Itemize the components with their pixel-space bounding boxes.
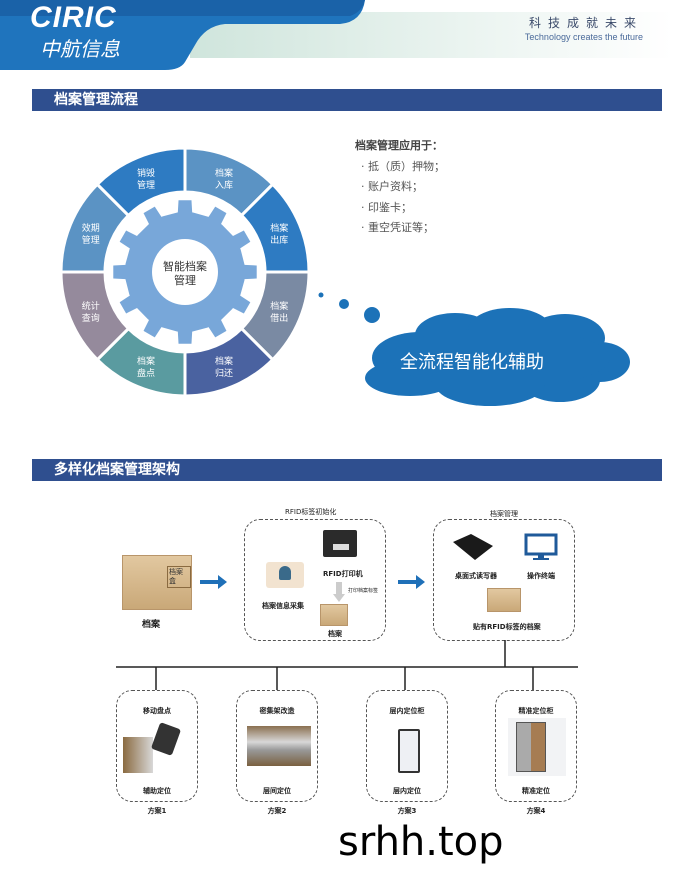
- slogan-en: Technology creates the future: [524, 32, 643, 42]
- scheme-top: 密集架改造: [259, 707, 295, 715]
- scheme-name: 方案2: [267, 807, 287, 815]
- section-title-process: 档案管理流程: [32, 89, 662, 111]
- segment-label: 查询: [82, 312, 100, 324]
- uses-list: 档案管理应用于： · 抵（质）押物； · 账户资料； · 印鉴卡； · 重空凭证…: [355, 136, 445, 239]
- connector-lines: [116, 640, 578, 690]
- center-label: 管理: [174, 273, 196, 287]
- archive-small-label: 档案: [328, 630, 342, 638]
- scheme-bottom: 辅助定位: [143, 787, 171, 795]
- desktop-reader-icon: [453, 534, 493, 560]
- segment-label: 借出: [270, 312, 288, 324]
- segment-label: 档案: [270, 222, 288, 234]
- use-item: · 重空凭证等；: [361, 221, 434, 234]
- rfid-printer-icon: [323, 530, 357, 557]
- segment-label: 归还: [215, 367, 233, 379]
- scheme-card: 精准定位柜 精准定位: [495, 690, 577, 802]
- scheme-bottom: 层间定位: [263, 787, 291, 795]
- terminal-label: 操作终端: [527, 572, 555, 580]
- segment-label: 管理: [82, 234, 100, 246]
- mgmt-title: 档案管理: [490, 510, 518, 518]
- logo-en: CIRIC: [30, 1, 117, 34]
- tagged-archive-image: [487, 588, 521, 612]
- scheme-card: 密集架改造 层间定位: [236, 690, 318, 802]
- shelf-photo: [123, 737, 153, 773]
- thought-cloud: [318, 292, 630, 406]
- collect-label: 档案信息采集: [262, 602, 304, 610]
- compact-shelf-photo: [247, 726, 311, 766]
- archive-box-image: 档案盒: [122, 555, 192, 610]
- scheme-top: 精准定位柜: [518, 707, 554, 715]
- reader-label: 桌面式读写器: [455, 572, 497, 580]
- person-desk-icon: [266, 562, 304, 588]
- segment-label: 管理: [137, 179, 155, 191]
- segment-label: 销毁: [137, 167, 155, 179]
- segment-label: 档案: [215, 167, 233, 179]
- segment-label: 盘点: [137, 367, 155, 379]
- scheme-bottom: 精准定位: [522, 787, 550, 795]
- precise-cabinet-icon: [508, 718, 566, 776]
- printer-label: RFID打印机: [323, 570, 363, 578]
- print-note: 打印档案标签: [348, 588, 379, 594]
- header-banner: [0, 0, 673, 70]
- segment-label: 档案: [270, 300, 288, 312]
- segment-label: 档案: [215, 355, 233, 367]
- archive-box-image: [320, 604, 348, 626]
- cloud-text: 全流程智能化辅助: [400, 352, 544, 373]
- scheme-top: 移动盘点: [143, 707, 171, 715]
- watermark: srhh.top: [338, 819, 504, 865]
- scheme-card: 移动盘点 辅助定位: [116, 690, 198, 802]
- segment-label: 档案: [137, 355, 155, 367]
- gear-center: [152, 239, 218, 305]
- use-item: · 账户资料；: [361, 180, 423, 193]
- segment-label: 效期: [82, 222, 100, 234]
- scheme-name: 方案1: [147, 807, 167, 815]
- segment-label: 入库: [215, 179, 233, 191]
- crate-label: 档案盒: [167, 566, 191, 588]
- arrow-right-icon: [200, 575, 227, 589]
- center-label: 智能档案: [163, 259, 207, 273]
- segment-label: 统计: [82, 300, 100, 312]
- use-item: · 抵（质）押物；: [361, 159, 445, 173]
- handheld-scanner-icon: [150, 722, 182, 756]
- rfid-init-title: RFID标签初始化: [285, 508, 337, 516]
- slogan-cn: 科技成就未来: [528, 16, 643, 30]
- scheme-bottom: 层内定位: [393, 787, 421, 795]
- mgmt-group: [433, 519, 575, 641]
- archive-label: 档案: [142, 620, 161, 630]
- scheme-card: 层内定位柜 层内定位: [366, 690, 448, 802]
- tagged-label: 贴有RFID标签的档案: [473, 623, 541, 631]
- uses-title: 档案管理应用于：: [355, 139, 443, 152]
- monitor-icon: [524, 533, 558, 560]
- use-item: · 印鉴卡；: [361, 200, 412, 214]
- scheme-top: 层内定位柜: [389, 707, 425, 715]
- scheme-name: 方案4: [526, 807, 546, 815]
- arrow-down-icon: [333, 582, 345, 602]
- ring-segment: [95, 146, 187, 218]
- scheme-name: 方案3: [397, 807, 417, 815]
- locator-cabinet-icon: [398, 729, 420, 773]
- logo-cn: 中航信息: [40, 37, 120, 61]
- segment-label: 出库: [270, 234, 288, 246]
- arrow-right-icon: [398, 575, 425, 589]
- section-title-architecture: 多样化档案管理架构: [32, 459, 662, 481]
- rfid-init-group: [244, 519, 386, 641]
